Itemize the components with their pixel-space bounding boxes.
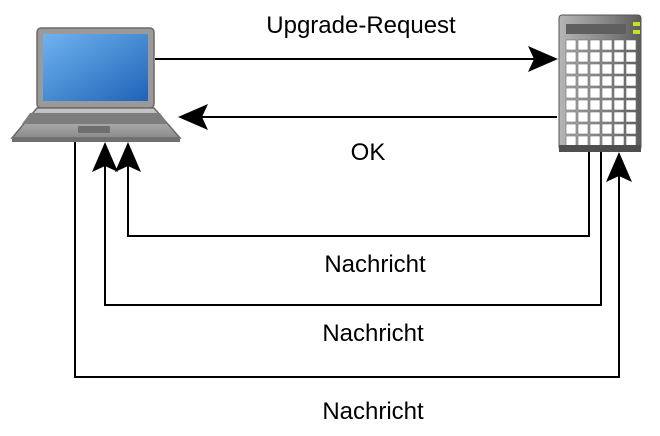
server-vent-cell: [565, 135, 577, 147]
server-vent-cell: [589, 87, 601, 99]
server-vent-cell: [565, 63, 577, 75]
ok-arrow: [178, 104, 557, 130]
server-vent-cell: [589, 51, 601, 63]
server-vent-cell: [601, 51, 613, 63]
upgrade-request-label: Upgrade-Request: [266, 12, 456, 39]
server-vent-cell: [613, 75, 625, 87]
message-label-1: Nachricht: [324, 251, 426, 278]
server-vent-cell: [565, 123, 577, 135]
server-vent-cell: [613, 111, 625, 123]
server-vent-cell: [589, 99, 601, 111]
upgrade-request-arrow: [155, 46, 558, 72]
server-vent-grid: [565, 39, 637, 147]
server-vent-cell: [613, 87, 625, 99]
server-vent-cell: [601, 123, 613, 135]
server-vent-cell: [577, 51, 589, 63]
server-vent-cell: [577, 39, 589, 51]
server-vent-cell: [625, 99, 637, 111]
server-vent-cell: [565, 87, 577, 99]
server-vent-cell: [601, 87, 613, 99]
server-vent-cell: [625, 87, 637, 99]
server-vent-cell: [601, 63, 613, 75]
message-label-2: Nachricht: [322, 320, 424, 347]
server-vent-cell: [625, 63, 637, 75]
server-vent-cell: [625, 51, 637, 63]
message-arrow-1: [115, 142, 590, 237]
message-arrow-3: [74, 142, 632, 378]
server-vent-cell: [589, 39, 601, 51]
server-vent-cell: [589, 75, 601, 87]
server-vent-cell: [577, 99, 589, 111]
server-vent-cell: [613, 39, 625, 51]
server-vent-cell: [589, 63, 601, 75]
server-vent-cell: [577, 63, 589, 75]
server-vent-cell: [625, 123, 637, 135]
server-vent-cell: [577, 135, 589, 147]
server-vent-cell: [613, 51, 625, 63]
server-vent-cell: [589, 111, 601, 123]
server-vent-cell: [589, 123, 601, 135]
server-vent-cell: [625, 75, 637, 87]
server-vent-cell: [625, 111, 637, 123]
server-vent-cell: [601, 135, 613, 147]
laptop-icon: [10, 27, 182, 142]
server-vent-cell: [565, 75, 577, 87]
server-vent-cell: [613, 63, 625, 75]
server-vent-cell: [565, 39, 577, 51]
server-vent-cell: [601, 75, 613, 87]
server-vent-cell: [589, 135, 601, 147]
server-icon: [558, 14, 642, 152]
server-vent-cell: [565, 111, 577, 123]
server-vent-cell: [577, 87, 589, 99]
server-vent-cell: [577, 123, 589, 135]
server-vent-cell: [565, 51, 577, 63]
server-vent-cell: [601, 111, 613, 123]
server-vent-cell: [601, 39, 613, 51]
server-vent-cell: [577, 75, 589, 87]
server-vent-cell: [577, 111, 589, 123]
server-vent-cell: [625, 135, 637, 147]
message-label-3: Nachricht: [322, 398, 424, 425]
message-arrow-2: [92, 142, 602, 306]
server-vent-cell: [613, 99, 625, 111]
server-vent-cell: [613, 135, 625, 147]
server-vent-cell: [625, 39, 637, 51]
server-vent-cell: [601, 99, 613, 111]
server-vent-cell: [613, 123, 625, 135]
server-vent-cell: [565, 99, 577, 111]
ok-label: OK: [351, 139, 386, 166]
